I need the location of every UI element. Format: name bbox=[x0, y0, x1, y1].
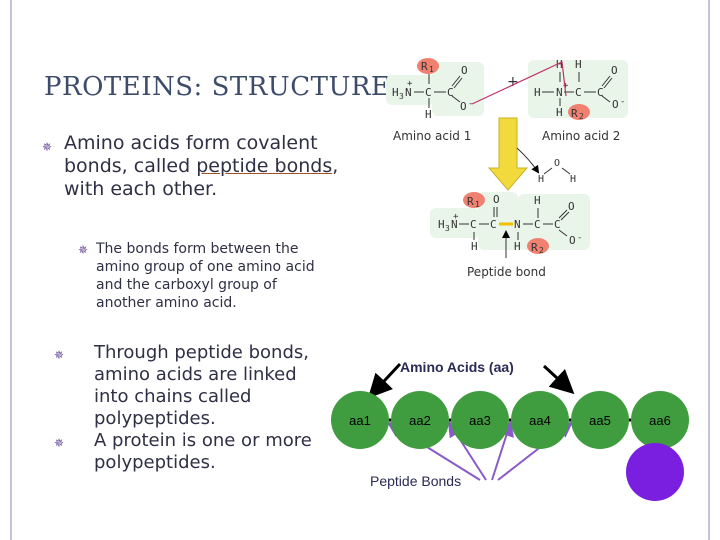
svg-text:R: R bbox=[531, 241, 538, 254]
peptide-bonds-term: peptide bonds bbox=[196, 155, 333, 177]
svg-text:H: H bbox=[514, 240, 521, 253]
svg-text:N: N bbox=[405, 86, 412, 99]
svg-text:C: C bbox=[425, 86, 432, 99]
bullet-marker-icon: ✵ bbox=[78, 243, 89, 257]
svg-text:N: N bbox=[514, 218, 521, 231]
bullet-marker-icon: ✵ bbox=[54, 348, 65, 362]
svg-text:+: + bbox=[453, 212, 459, 222]
r2-group bbox=[568, 104, 590, 120]
svg-text:C: C bbox=[534, 218, 541, 231]
amino-acids-label: Amino Acids (aa) bbox=[400, 359, 514, 375]
svg-text:R: R bbox=[467, 195, 474, 208]
svg-text:H: H bbox=[392, 86, 399, 99]
svg-text:H: H bbox=[538, 174, 544, 185]
svg-text:1: 1 bbox=[429, 65, 434, 74]
amino-acid-node-label: aa6 bbox=[649, 413, 671, 428]
svg-text:H: H bbox=[534, 86, 541, 99]
water-release-arrow bbox=[516, 147, 540, 174]
svg-text:H: H bbox=[570, 174, 576, 185]
svg-text:+: + bbox=[563, 81, 569, 91]
svg-text:C: C bbox=[490, 218, 497, 231]
amino-acid-node bbox=[511, 391, 569, 449]
svg-text:C: C bbox=[447, 86, 454, 99]
amino-acid-1-label: Amino acid 1 bbox=[393, 129, 471, 143]
svg-text:3: 3 bbox=[399, 92, 404, 101]
svg-text:1: 1 bbox=[475, 200, 480, 209]
label-pointer-arrows bbox=[367, 362, 575, 399]
svg-text:C: C bbox=[575, 86, 582, 99]
amino-acid-node-label: aa5 bbox=[589, 413, 611, 428]
amino-acid-node bbox=[331, 391, 389, 449]
peptide-bonds-label: Peptide Bonds bbox=[370, 473, 461, 489]
bullet-peptide-bonds: ✵ Amino acids form covalent bonds, calle… bbox=[42, 132, 344, 201]
amino-acid-node-label: aa4 bbox=[529, 413, 551, 428]
amino-acid-node-label: aa1 bbox=[349, 413, 371, 428]
amino-acid-node bbox=[451, 391, 509, 449]
bullet-marker-icon: ✵ bbox=[54, 436, 65, 450]
svg-text:2: 2 bbox=[579, 112, 584, 121]
svg-text:O: O bbox=[493, 193, 500, 206]
svg-text:O: O bbox=[569, 234, 576, 247]
peptide-bond-pointer bbox=[491, 420, 514, 481]
protein-definition-text: A protein is one or more polypeptides. bbox=[94, 430, 312, 473]
svg-text:O: O bbox=[461, 64, 468, 77]
polypeptides-text: Through peptide bonds, amino acids are l… bbox=[94, 342, 309, 429]
svg-text:R: R bbox=[421, 60, 428, 73]
svg-text:H: H bbox=[471, 240, 478, 253]
svg-text:-: - bbox=[620, 97, 625, 107]
amino-acid-node bbox=[631, 391, 689, 449]
amino-acid-node bbox=[571, 391, 629, 449]
svg-text:H: H bbox=[438, 218, 445, 231]
svg-text:O: O bbox=[554, 158, 560, 169]
svg-text:-: - bbox=[468, 99, 473, 109]
svg-text:O: O bbox=[568, 200, 575, 213]
amino-acid-node bbox=[391, 391, 449, 449]
peptide-bond-label: Peptide bond bbox=[467, 265, 546, 279]
bullet-polypeptides: ✵ Through peptide bonds, amino acids are… bbox=[54, 342, 324, 474]
bullet-text-end: , with each other. bbox=[64, 155, 339, 200]
svg-text:O: O bbox=[611, 64, 618, 77]
svg-text:H: H bbox=[556, 106, 563, 119]
sub-bullet-bond-formation: ✵ The bonds form between the amino group… bbox=[78, 240, 326, 312]
svg-text:C: C bbox=[470, 218, 477, 231]
svg-text:N: N bbox=[451, 218, 458, 231]
svg-text:H: H bbox=[425, 108, 432, 121]
purple-circle bbox=[626, 443, 684, 501]
amino-acid-2-label: Amino acid 2 bbox=[542, 129, 620, 143]
bullet-text: Amino acids form covalent bonds, called bbox=[64, 132, 318, 177]
svg-text:C: C bbox=[597, 86, 604, 99]
water-molecule: O H H bbox=[538, 158, 576, 185]
amino-acid-chain: aa1 aa2 aa3 aa4 aa5 aa6 bbox=[331, 391, 689, 449]
amino-acid-node-label: aa2 bbox=[409, 413, 431, 428]
svg-text:C: C bbox=[554, 218, 561, 231]
plus-sign: + bbox=[507, 74, 519, 90]
sub-bullet-text: The bonds form between the amino group o… bbox=[96, 241, 315, 311]
svg-text:+: + bbox=[407, 79, 413, 89]
svg-text:H: H bbox=[534, 194, 541, 207]
slide-title: PROTEINS: STRUCTURE bbox=[44, 72, 391, 102]
svg-text:O: O bbox=[612, 98, 619, 111]
amino-acid-node-label: aa3 bbox=[469, 413, 491, 428]
slide-frame bbox=[10, 0, 710, 540]
svg-text:R: R bbox=[571, 107, 578, 120]
reaction-down-arrow bbox=[487, 117, 529, 191]
svg-text:H: H bbox=[556, 58, 563, 71]
bullet-marker-icon: ✵ bbox=[42, 140, 53, 154]
svg-text:O: O bbox=[460, 100, 467, 113]
svg-text:2: 2 bbox=[539, 246, 544, 255]
svg-text:3: 3 bbox=[445, 224, 450, 233]
svg-text:-: - bbox=[577, 233, 582, 243]
svg-text:N: N bbox=[556, 86, 563, 99]
svg-text:H: H bbox=[575, 58, 582, 71]
r1-group bbox=[417, 58, 439, 74]
